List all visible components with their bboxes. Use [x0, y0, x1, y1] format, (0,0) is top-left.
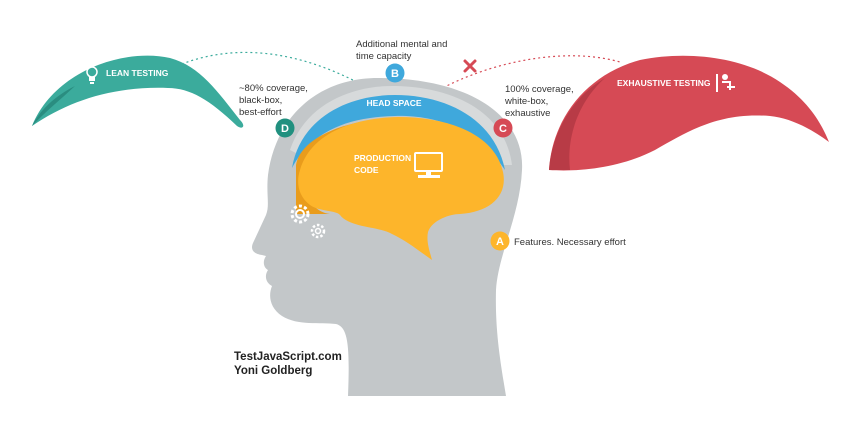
lean-testing-swoosh [32, 55, 244, 128]
annotation-d-line2: black-box, [239, 95, 282, 106]
lean-testing-shape [32, 55, 244, 128]
computer-monitor-icon [414, 152, 443, 178]
production-code-label-line2: CODE [354, 165, 379, 175]
lightbulb-icon [86, 66, 98, 84]
head-space-region [292, 95, 505, 170]
credit-site: TestJavaScript.com [234, 351, 342, 363]
head-space-label: HEAD SPACE [366, 98, 421, 108]
badge-d: D [275, 118, 295, 138]
badge-a-letter: A [496, 236, 504, 248]
annotation-b-line1: Additional mental and [356, 39, 447, 50]
exhaustive-testing-shape [549, 55, 829, 171]
gear-small-icon [310, 223, 326, 239]
person-at-desk-icon [716, 74, 735, 92]
badge-a: A [490, 231, 510, 251]
exhaustive-testing-shadow [549, 78, 605, 170]
annotation-d-line1: ~80% coverage, [239, 83, 308, 94]
production-code-label-line1: PRODUCTION [354, 153, 411, 163]
annotation-a: Features. Necessary effort [514, 237, 626, 248]
production-code-region [298, 117, 504, 260]
lean-testing-label: LEAN TESTING [106, 68, 169, 78]
badge-c-letter: C [499, 123, 507, 135]
exhaustive-testing-label: EXHAUSTIVE TESTING [617, 78, 711, 88]
badge-b: B [385, 63, 405, 83]
annotation-d-line3: best-effort [239, 107, 282, 118]
gear-icon [290, 204, 310, 224]
annotation-b-line2: time capacity [356, 51, 412, 62]
annotation-c-line3: exhaustive [505, 108, 550, 119]
lean-connector-dashed [167, 51, 369, 89]
badge-b-letter: B [391, 68, 399, 80]
exhaustive-testing-swoosh [549, 55, 829, 171]
credit-author: Yoni Goldberg [234, 365, 312, 377]
annotation-c-line2: white-box, [504, 96, 548, 107]
badge-d-letter: D [281, 123, 289, 135]
close-icon [463, 59, 477, 73]
annotation-c-line1: 100% coverage, [505, 84, 574, 95]
badge-c: C [493, 118, 513, 138]
